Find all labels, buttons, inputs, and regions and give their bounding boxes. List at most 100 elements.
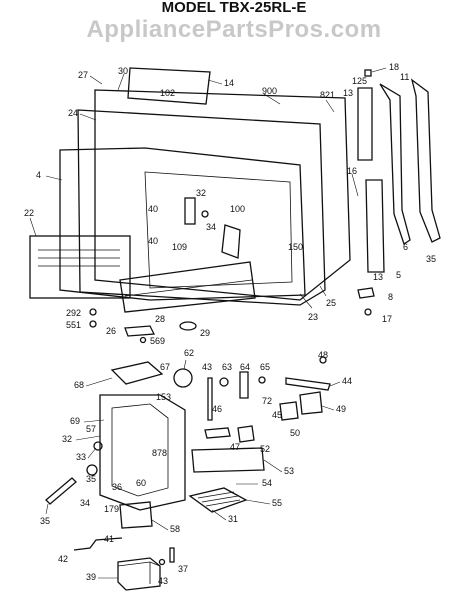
part-34: [86, 464, 98, 476]
model-title: MODEL TBX-25RL-E: [161, 0, 307, 16]
callout-label: 54: [262, 478, 272, 488]
callout-label: 5: [396, 270, 401, 280]
cap-29: [179, 321, 197, 331]
callout-label: 48: [318, 350, 328, 360]
callout-label: 53: [284, 466, 294, 476]
rod-35: [45, 477, 77, 505]
callout-label: 58: [170, 524, 180, 534]
pin-37: [169, 547, 175, 563]
callout-label: 27: [78, 70, 88, 80]
screw: [201, 210, 209, 218]
callout-label: 64: [240, 362, 250, 372]
callout-label: 62: [184, 348, 194, 358]
screw-43: [158, 558, 166, 566]
callout-label: 40: [148, 204, 158, 214]
door-gasket-top: [127, 67, 211, 105]
bracket-100: [221, 224, 241, 259]
callout-label: 57: [86, 424, 96, 434]
callout-label: 43: [158, 576, 168, 586]
crisper-drawer: [119, 261, 256, 313]
motor-cover-68: [110, 361, 164, 385]
callout-label: 35: [426, 254, 436, 264]
part-47: [204, 427, 231, 439]
grille: [29, 235, 131, 299]
callout-label: 35: [40, 516, 50, 526]
panel-53: [191, 447, 265, 473]
screw-551: [89, 320, 97, 328]
watermark: AppliancePartsPros.com: [86, 16, 382, 43]
callout-label: 13: [343, 88, 353, 98]
dispenser-mech: [111, 403, 169, 497]
callout-label: 34: [80, 498, 90, 508]
callout-label: 41: [104, 534, 114, 544]
callout-label: 46: [212, 404, 222, 414]
lever-44: [285, 377, 331, 391]
callout-label: 28: [155, 314, 165, 324]
callout-label: 24: [68, 108, 78, 118]
diagram-header: MODEL TBX-25RL-E: [0, 0, 468, 18]
part-48: [319, 356, 327, 364]
callout-label: 72: [262, 396, 272, 406]
door-gasket: [77, 109, 326, 306]
dispenser-housing: [99, 394, 186, 511]
door-strip-125: [357, 87, 373, 161]
callout-label: 16: [347, 166, 357, 176]
callout-label: 60: [136, 478, 146, 488]
callout-label: 45: [272, 410, 282, 420]
callout-label: 36: [112, 482, 122, 492]
wire-harness: [73, 537, 123, 551]
callout-label: 69: [70, 416, 80, 426]
callout-label: 47: [230, 442, 240, 452]
callout-label: 35: [86, 474, 96, 484]
plate-45: [279, 401, 299, 421]
door-outer-panel: [94, 89, 351, 301]
callout-label: 551: [66, 320, 81, 330]
callout-label: 821: [320, 90, 335, 100]
callout-label: 34: [206, 222, 216, 232]
callout-label: 40: [148, 236, 158, 246]
callout-label: 23: [308, 312, 318, 322]
door-strip-11: [379, 83, 411, 246]
callout-label: 29: [200, 328, 210, 338]
part-64: [239, 371, 249, 399]
callout-label: 102: [160, 88, 175, 98]
callout-label: 32: [196, 188, 206, 198]
hinge-8: [357, 287, 375, 299]
callout-label: 569: [150, 336, 165, 346]
part-52: [237, 425, 255, 443]
callout-label: 17: [382, 314, 392, 324]
door-liner: [59, 147, 306, 301]
pin-569: [139, 336, 147, 344]
callout-label: 68: [74, 380, 84, 390]
screw-292: [89, 308, 97, 316]
callout-label: 33: [76, 452, 86, 462]
callout-label: 31: [228, 514, 238, 524]
panel-55: [188, 487, 248, 513]
callout-label: 26: [106, 326, 116, 336]
screw-17: [364, 308, 372, 316]
callout-group: 27 30 14 102 900 821 18 125 11 13 24 4 2…: [24, 62, 436, 586]
callout-label: 6: [403, 242, 408, 252]
callout-label: 55: [272, 498, 282, 508]
callout-label: 153: [156, 392, 171, 402]
callout-label: 50: [290, 428, 300, 438]
screw-18: [364, 69, 372, 77]
switch-assembly-58: [119, 501, 153, 529]
callout-label: 49: [336, 404, 346, 414]
callout-label: 43: [202, 362, 212, 372]
callout-label: 4: [36, 170, 41, 180]
ring-62: [173, 368, 193, 388]
callout-label: 11: [400, 72, 409, 82]
callout-label: 65: [260, 362, 270, 372]
callout-label: 179: [104, 504, 119, 514]
callout-label: 25: [326, 298, 336, 308]
callout-label: 63: [222, 362, 232, 372]
callout-label: 52: [260, 444, 270, 454]
callout-label: 22: [24, 208, 34, 218]
door-liner-inner: [144, 171, 293, 289]
callout-label: 878: [152, 448, 167, 458]
part-43: [207, 377, 213, 421]
callout-label: 44: [342, 376, 352, 386]
callout-label: 14: [224, 78, 234, 88]
